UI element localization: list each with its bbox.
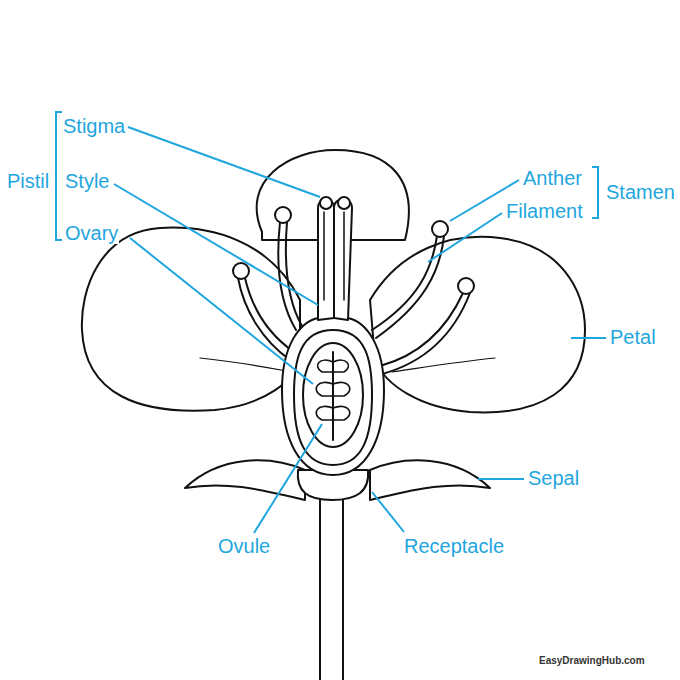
- watermark: EasyDrawingHub.com: [538, 655, 646, 666]
- part-label: Style: [64, 170, 110, 192]
- part-label: Anther: [522, 167, 583, 189]
- part-label: Filament: [505, 200, 584, 222]
- part-label: Petal: [609, 326, 657, 348]
- part-label: Ovule: [217, 535, 271, 557]
- group-label: Pistil: [6, 170, 50, 192]
- leader-lines: [114, 127, 606, 533]
- stamen-bracket: [592, 167, 598, 218]
- part-label: Sepal: [527, 467, 580, 489]
- part-label: Ovary: [64, 222, 119, 244]
- part-label: Receptacle: [403, 535, 505, 557]
- part-label: Stigma: [62, 115, 126, 137]
- group-label: Stamen: [605, 181, 676, 203]
